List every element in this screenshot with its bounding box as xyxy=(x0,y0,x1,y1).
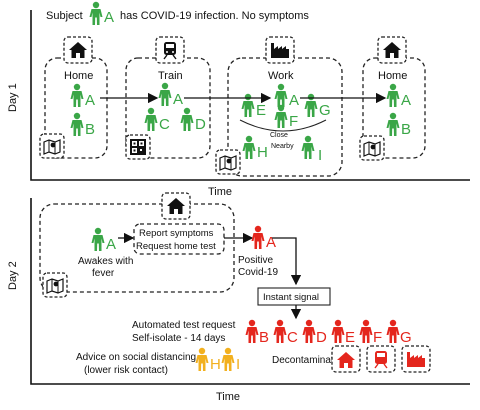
home-start-box xyxy=(44,57,108,159)
person-icon xyxy=(273,319,287,343)
person-label: A xyxy=(173,91,183,108)
person-icon xyxy=(251,225,265,249)
factory-icon xyxy=(265,36,295,64)
person-icon xyxy=(180,107,194,131)
qr-code-icon xyxy=(125,134,151,160)
home-end-label: Home xyxy=(378,70,407,82)
person-label: G xyxy=(400,329,412,346)
person-label: A xyxy=(85,92,95,109)
person-icon xyxy=(70,83,84,107)
close-arc xyxy=(239,119,327,132)
person-label: H xyxy=(257,144,268,161)
work-label: Work xyxy=(268,70,294,82)
advice-line1: Advice on social distancing xyxy=(76,352,196,363)
house-icon xyxy=(331,345,361,373)
person-icon xyxy=(274,104,288,128)
person-label: A xyxy=(289,92,299,109)
person-label: A xyxy=(106,236,116,253)
day2-time-label: Time xyxy=(216,391,240,403)
map-icon xyxy=(359,135,385,161)
report-line1: Report symptoms xyxy=(139,228,214,239)
person-label: E xyxy=(256,102,266,119)
report-line2: Request home test xyxy=(136,241,216,252)
person-icon xyxy=(241,93,255,117)
decontaminate-label: Decontaminate xyxy=(272,355,340,366)
house-icon xyxy=(161,192,191,220)
person-label: A xyxy=(266,234,276,251)
legend-person-icon xyxy=(89,1,103,26)
person-icon xyxy=(359,319,373,343)
instant-signal-label: Instant signal xyxy=(263,292,319,303)
person-icon xyxy=(245,319,259,343)
person-icon xyxy=(91,227,105,251)
day1-time-label: Time xyxy=(208,186,232,198)
person-label: D xyxy=(316,329,327,346)
person-icon xyxy=(242,135,256,159)
person-label: I xyxy=(236,356,240,373)
instant-signal-box xyxy=(257,287,331,306)
person-label: A xyxy=(401,92,411,109)
awake-line1: Awakes with xyxy=(78,256,133,267)
day1-axes xyxy=(30,10,470,181)
nearby-label: Nearby xyxy=(271,143,294,150)
person-label: B xyxy=(85,121,95,138)
day1-axis-label: Day 1 xyxy=(7,83,19,112)
legend-person-label: A xyxy=(104,9,114,26)
train-icon xyxy=(155,36,185,64)
close-label: Close xyxy=(270,132,288,139)
person-icon xyxy=(221,347,235,371)
person-label: G xyxy=(319,102,331,119)
person-label: F xyxy=(373,329,382,346)
day2-home-box xyxy=(39,203,235,293)
person-icon xyxy=(195,347,209,371)
person-label: H xyxy=(210,356,221,373)
day2-axes xyxy=(30,198,470,385)
person-icon xyxy=(302,319,316,343)
house-icon xyxy=(63,36,93,64)
person-label: F xyxy=(289,113,298,130)
person-label: B xyxy=(259,329,269,346)
day2-axis-label: Day 2 xyxy=(7,261,19,290)
auto-line2: Self-isolate - 14 days xyxy=(132,333,225,344)
person-icon xyxy=(386,319,400,343)
house-icon xyxy=(377,36,407,64)
person-label: C xyxy=(287,329,298,346)
train-label: Train xyxy=(158,70,183,82)
home-start-label: Home xyxy=(64,70,93,82)
factory-icon xyxy=(401,345,431,373)
person-label: C xyxy=(159,116,170,133)
person-icon xyxy=(386,83,400,107)
person-icon xyxy=(331,319,345,343)
person-icon xyxy=(304,93,318,117)
person-label: I xyxy=(318,147,322,164)
home-end-box xyxy=(362,57,426,159)
person-label: E xyxy=(345,329,355,346)
auto-line1: Automated test request xyxy=(132,320,236,331)
person-icon xyxy=(70,112,84,136)
advice-line2: (lower risk contact) xyxy=(84,365,168,376)
person-icon xyxy=(274,83,288,107)
person-icon xyxy=(386,112,400,136)
awake-line2: fever xyxy=(92,268,115,279)
flow-arrow xyxy=(272,237,302,286)
person-label: B xyxy=(401,121,411,138)
positive-line1: Positive xyxy=(238,255,273,266)
map-icon xyxy=(42,272,68,298)
report-box xyxy=(133,223,225,255)
person-icon xyxy=(301,135,315,159)
person-icon xyxy=(158,82,172,106)
person-icon xyxy=(144,107,158,131)
positive-line2: Covid-19 xyxy=(238,267,278,278)
legend-text: has COVID-19 infection. No symptoms xyxy=(120,10,309,22)
legend-prefix: Subject xyxy=(46,10,83,22)
map-icon xyxy=(39,133,65,159)
train-icon xyxy=(366,345,396,373)
person-label: D xyxy=(195,116,206,133)
map-icon xyxy=(215,149,241,175)
